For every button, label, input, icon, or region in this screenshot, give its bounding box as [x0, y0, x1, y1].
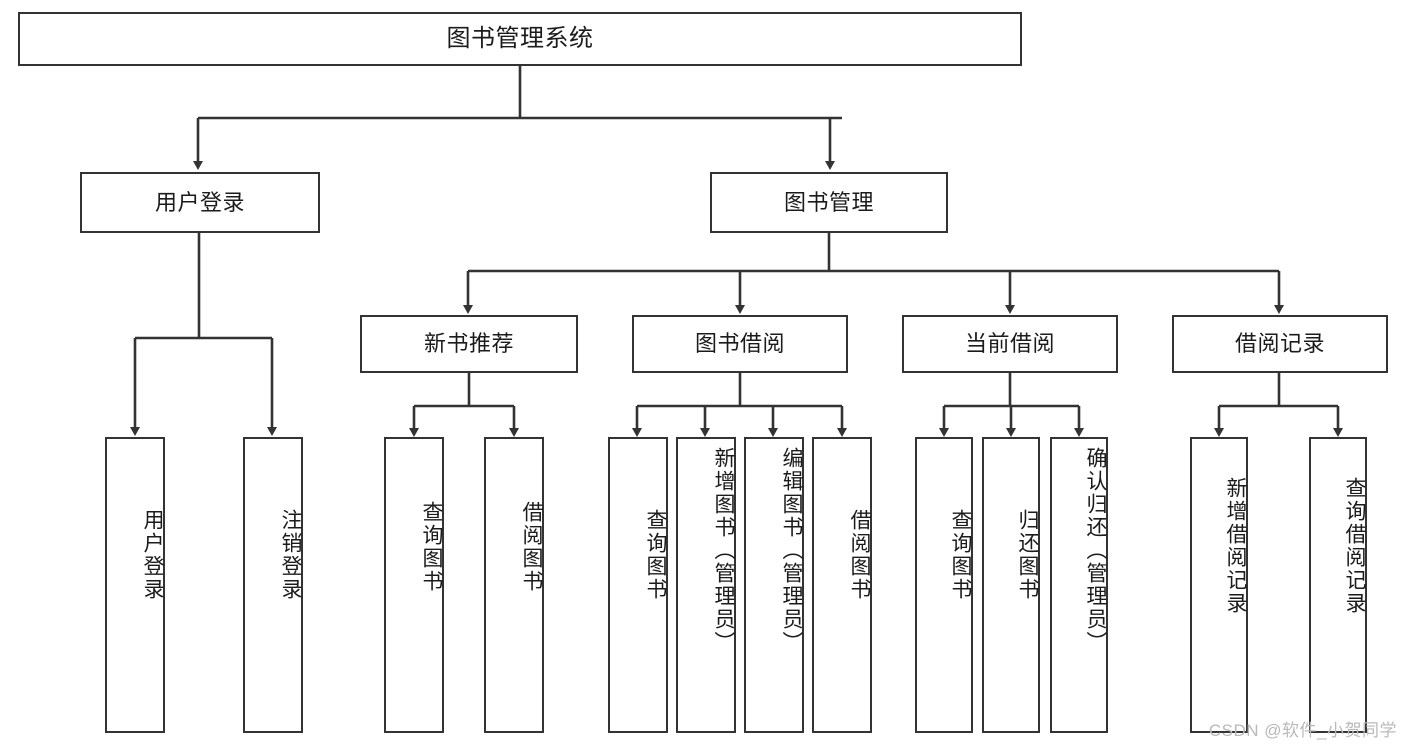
leaf-label: 新增借阅记录: [1224, 477, 1247, 615]
node-current-borrow[interactable]: 当前借阅: [902, 315, 1118, 373]
node-user-login[interactable]: 用户登录: [80, 172, 320, 233]
leaf-current-borrow-confirm-return[interactable]: 确认归还（管理员）: [1050, 437, 1108, 733]
leaf-label: 归还图书: [1016, 509, 1039, 601]
leaf-user-login-logout[interactable]: 注销登录: [243, 437, 303, 733]
leaf-label: 借阅图书: [848, 509, 871, 601]
node-borrow-records[interactable]: 借阅记录: [1172, 315, 1388, 373]
leaf-current-borrow-return[interactable]: 归还图书: [982, 437, 1040, 733]
node-root[interactable]: 图书管理系统: [18, 12, 1022, 66]
leaf-label: 注销登录: [279, 509, 302, 601]
leaf-label: 新增图书（管理员）: [712, 447, 735, 654]
node-new-book-recommend[interactable]: 新书推荐: [360, 315, 578, 373]
leaf-book-borrow-add[interactable]: 新增图书（管理员）: [676, 437, 736, 733]
node-new-book-recommend-label: 新书推荐: [423, 331, 514, 357]
leaf-label: 查询图书: [420, 501, 443, 593]
node-book-borrow-label: 图书借阅: [694, 331, 785, 357]
leaf-new-book-borrow[interactable]: 借阅图书: [484, 437, 544, 733]
node-root-label: 图书管理系统: [446, 25, 594, 52]
leaf-label: 借阅图书: [520, 501, 543, 593]
node-current-borrow-label: 当前借阅: [964, 331, 1055, 357]
leaf-records-add[interactable]: 新增借阅记录: [1190, 437, 1248, 733]
node-user-login-label: 用户登录: [154, 189, 245, 215]
leaf-book-borrow-edit[interactable]: 编辑图书（管理员）: [744, 437, 804, 733]
leaf-records-query[interactable]: 查询借阅记录: [1309, 437, 1367, 733]
node-book-borrow[interactable]: 图书借阅: [632, 315, 848, 373]
leaf-user-login-login[interactable]: 用户登录: [105, 437, 165, 733]
leaf-label: 编辑图书（管理员）: [780, 447, 803, 654]
watermark: CSDN @软件_小贺同学: [1208, 721, 1397, 740]
leaf-new-book-query[interactable]: 查询图书: [384, 437, 444, 733]
node-borrow-records-label: 借阅记录: [1234, 331, 1325, 357]
node-book-management[interactable]: 图书管理: [710, 172, 948, 233]
leaf-book-borrow-borrow[interactable]: 借阅图书: [812, 437, 872, 733]
leaf-label: 查询借阅记录: [1343, 477, 1366, 615]
node-book-management-label: 图书管理: [783, 189, 874, 215]
leaf-current-borrow-query[interactable]: 查询图书: [915, 437, 973, 733]
leaf-label: 查询图书: [949, 509, 972, 601]
leaf-label: 查询图书: [644, 509, 667, 601]
leaf-book-borrow-query[interactable]: 查询图书: [608, 437, 668, 733]
leaf-label: 用户登录: [141, 509, 164, 601]
leaf-label: 确认归还（管理员）: [1084, 447, 1107, 654]
